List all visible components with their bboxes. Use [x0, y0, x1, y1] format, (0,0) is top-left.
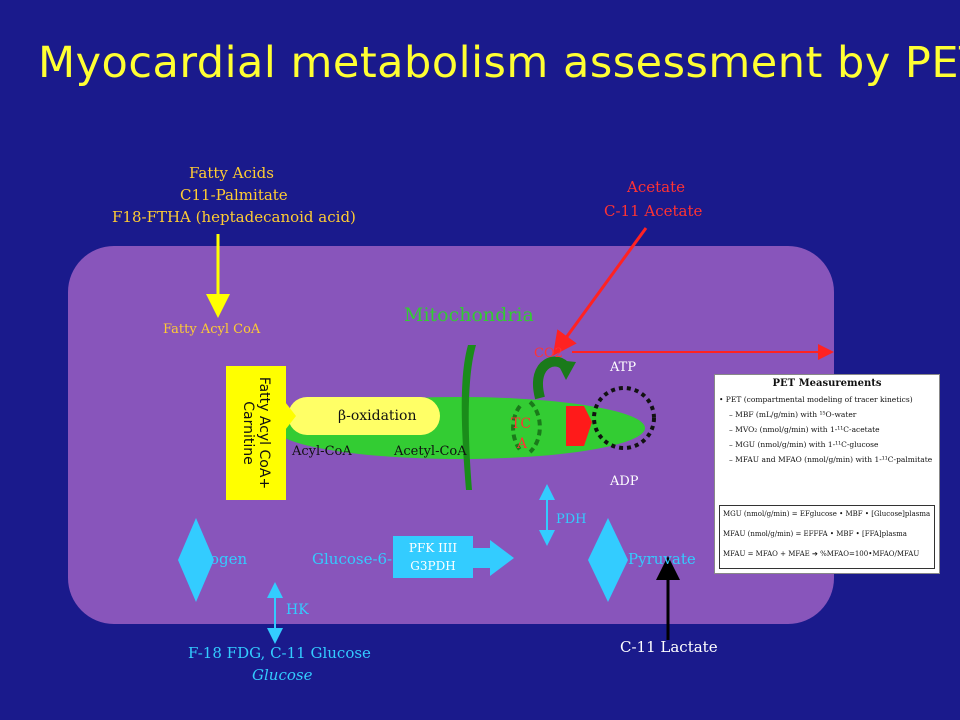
pet-formula: MGU (nmol/g/min) = EFglucose • MBF • [Gl… — [723, 510, 931, 518]
tca-cycle-right — [528, 400, 542, 454]
glucose6-label: Glucose-6- — [312, 550, 393, 568]
pet-item: – MGU (nmol/g/min) with 1-¹¹C-glucose — [729, 440, 879, 449]
acetate-label: Acetate — [627, 178, 685, 196]
pfk-label: PFK IIII — [408, 541, 458, 555]
pet-formula: MFAU (nmol/g/min) = EFFFA • MBF • [FFA]p… — [723, 530, 907, 538]
pet-panel-title: PET Measurements — [772, 378, 882, 389]
atp-adp-cycle — [592, 386, 656, 450]
hk-label: HK — [286, 602, 309, 618]
pet-item: – MFAU and MFAO (nmol/g/min) with 1-¹¹C-… — [729, 455, 933, 464]
carnitine-text: Fatty Acyl CoA+ Carnitine — [240, 376, 272, 490]
pfk-g3pdh-box: PFK IIII G3PDH — [393, 536, 473, 578]
co2-label: CO2 — [534, 346, 563, 361]
pet-item: – MVO₂ (nmol/g/min) with 1-¹¹C-acetate — [729, 425, 880, 434]
tca-label-1: TC — [511, 416, 532, 432]
inner-membrane — [461, 345, 476, 490]
f18-ftha-label: F18-FTHA (heptadecanoid acid) — [112, 208, 356, 226]
pet-item: • PET (compartmental modeling of tracer … — [719, 395, 913, 404]
glycogen-diamond — [178, 518, 214, 602]
pet-measurements-panel: PET Measurements • PET (compartmental mo… — [714, 374, 940, 574]
glycogen-label: ogen — [210, 550, 248, 568]
acyl-coa-label: Acyl-CoA — [292, 444, 352, 459]
pet-formula-box: MGU (nmol/g/min) = EFglucose • MBF • [Gl… — [719, 505, 935, 569]
c11-acetate-label: C-11 Acetate — [604, 202, 703, 220]
fatty-acids-label: Fatty Acids — [189, 164, 274, 182]
pyruvate-label: Pyruvate — [628, 550, 696, 568]
pdh-label: PDH — [556, 512, 587, 527]
fatty-acyl-coa-label: Fatty Acyl CoA — [163, 322, 261, 337]
atp-label: ATP — [610, 360, 637, 375]
carnitine-shuttle: Fatty Acyl CoA+ Carnitine — [226, 366, 286, 500]
adp-label: ADP — [610, 474, 639, 489]
pyruvate-diamond — [588, 518, 628, 602]
mitochondria-label: Mitochondria — [404, 304, 534, 326]
lactate-label: C-11 Lactate — [620, 638, 718, 656]
glucose-label: Glucose — [252, 666, 313, 684]
atp-synthase — [566, 406, 592, 446]
c11-palmitate-label: C11-Palmitate — [180, 186, 288, 204]
beta-oxidation-bar — [288, 397, 440, 435]
beta-oxidation-label: β-oxidation — [338, 408, 417, 424]
tca-label-2: A — [517, 436, 528, 452]
slide-title: Myocardial metabolism assessment by PET — [38, 38, 960, 88]
tca-cycle-left — [511, 404, 524, 454]
pet-item: – MBF (mL/g/min) with ¹⁵O-water — [729, 410, 857, 419]
g3pdh-label: G3PDH — [410, 559, 456, 573]
acetate-arrow — [552, 227, 648, 356]
pet-formula: MFAU = MFAO + MFAE ➔ %MFAO=100•MFAO/MFAU — [723, 550, 920, 558]
acetyl-coa-label: Acetyl-CoA — [394, 444, 467, 459]
fdg-label: F-18 FDG, C-11 Glucose — [188, 644, 371, 662]
pet-measurement-list: • PET (compartmental modeling of tracer … — [719, 392, 932, 467]
glycolysis-arrow — [470, 540, 514, 576]
